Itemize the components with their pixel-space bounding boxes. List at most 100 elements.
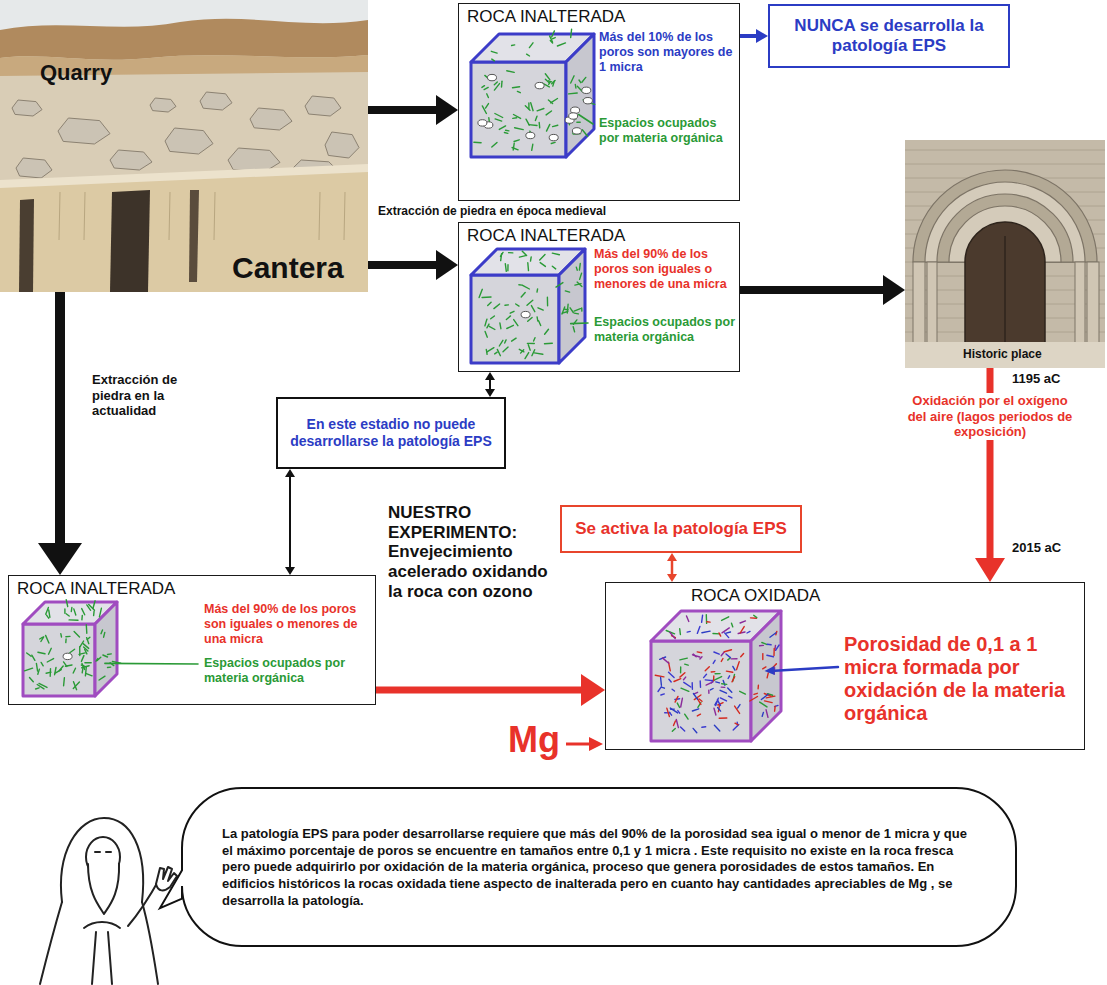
organic-trace <box>713 676 715 681</box>
organic-trace <box>761 694 768 699</box>
organic-trace <box>500 323 501 329</box>
quarry-ground <box>0 0 368 292</box>
organic-trace <box>697 651 701 653</box>
box-title: ROCA INALTERADA <box>17 579 175 599</box>
quarry-cut-line <box>344 192 345 240</box>
organic-trace <box>539 321 541 326</box>
organic-trace <box>767 655 774 657</box>
quarry-photo: QuarryCantera <box>0 0 368 292</box>
organic-trace <box>576 267 577 270</box>
experiment-label: NUESTRO EXPERIMENTO: Envejecimiento acel… <box>388 503 556 602</box>
connector-line <box>376 687 588 694</box>
monk-beard <box>88 864 119 914</box>
speech-text: La patología EPS para poder desarrollars… <box>222 826 976 909</box>
pore <box>535 82 544 88</box>
organic-trace <box>514 320 518 326</box>
organic-trace <box>38 669 40 674</box>
organic-trace <box>479 289 482 297</box>
stage-label: Extracción de piedra en época medieval <box>378 204 606 218</box>
organic-trace <box>693 694 697 700</box>
organic-trace <box>754 693 757 694</box>
organic-trace <box>527 300 533 305</box>
organic-trace <box>505 264 506 272</box>
monk-cord <box>92 932 112 984</box>
organic-note-slot: Espacios ocupados por materia orgánica <box>599 116 737 146</box>
organic-trace <box>73 668 75 673</box>
organic-trace <box>740 691 746 694</box>
organic-trace <box>527 54 530 56</box>
result-box: NUNCA se desarrolla la patología EPS <box>768 4 1010 68</box>
date-label: 2015 aC <box>1012 540 1061 556</box>
organic-trace <box>40 637 43 639</box>
organic-note: Espacios ocupados por materia orgánica <box>594 315 737 345</box>
state-note: En este estadio no puede desarrollarse l… <box>286 416 496 450</box>
connector-line <box>671 559 674 577</box>
organic-trace <box>732 623 733 627</box>
pore-note: Más del 90% de los poros son iguales o m… <box>594 247 737 292</box>
organic-trace <box>485 319 487 326</box>
organic-trace <box>547 124 550 131</box>
connector <box>285 469 295 575</box>
organic-trace <box>677 703 679 707</box>
result-note: Se activa la patología EPS <box>575 519 787 539</box>
organic-trace <box>731 658 737 660</box>
state-box: En este estadio no puede desarrollarse l… <box>276 397 506 469</box>
organic-trace <box>538 308 543 310</box>
organic-trace <box>655 675 664 677</box>
rock <box>150 98 176 112</box>
organic-trace <box>506 130 509 132</box>
quarry-cut-line <box>319 192 320 240</box>
organic-trace <box>770 633 776 637</box>
organic-trace <box>495 352 498 354</box>
organic-trace <box>716 698 719 705</box>
organic-trace <box>531 306 534 312</box>
leader-line <box>579 115 593 125</box>
organic-trace <box>99 676 105 680</box>
arrow-head <box>436 95 458 125</box>
masonry-joint <box>905 150 1105 151</box>
organic-trace <box>499 126 505 129</box>
cube-side <box>566 34 594 157</box>
quarry-cut-line <box>84 192 85 240</box>
organic-trace <box>556 283 563 288</box>
organic-trace <box>733 674 735 681</box>
organic-trace <box>570 308 573 313</box>
organic-trace <box>697 714 700 716</box>
organic-trace <box>721 652 724 656</box>
organic-trace <box>557 43 565 46</box>
organic-trace <box>534 338 535 341</box>
result-box: Se activa la patología EPS <box>560 505 802 553</box>
organic-trace <box>505 304 508 306</box>
organic-trace <box>552 38 555 39</box>
quarry-crevice <box>189 190 199 282</box>
organic-trace <box>670 632 675 638</box>
organic-trace <box>89 604 95 610</box>
organic-trace <box>66 636 70 638</box>
organic-trace <box>99 608 101 617</box>
organic-trace <box>482 86 485 88</box>
organic-note-slot: Espacios ocupados por materia orgánica <box>204 656 369 686</box>
rock-cube <box>459 223 741 373</box>
organic-trace <box>571 76 574 83</box>
organic-trace <box>108 653 112 655</box>
organic-trace <box>528 345 530 351</box>
porosity-note-slot: Porosidad de 0,1 a 1 micra formada por o… <box>844 633 1078 725</box>
organic-trace <box>694 692 697 694</box>
organic-trace <box>774 706 776 711</box>
organic-trace <box>545 74 550 80</box>
organic-trace <box>546 111 551 115</box>
organic-trace <box>93 601 95 609</box>
organic-trace <box>517 91 520 92</box>
organic-trace <box>721 686 725 688</box>
rock <box>305 96 341 116</box>
organic-trace <box>540 263 545 267</box>
organic-trace <box>66 614 69 616</box>
historic-photo: Historic place <box>905 140 1105 368</box>
organic-trace <box>737 662 740 670</box>
organic-trace <box>733 666 735 670</box>
organic-trace <box>713 660 715 663</box>
organic-trace <box>562 307 565 314</box>
rock-box: ROCA OXIDADAPorosidad de 0,1 a 1 micra f… <box>605 582 1085 750</box>
organic-trace <box>79 653 85 655</box>
